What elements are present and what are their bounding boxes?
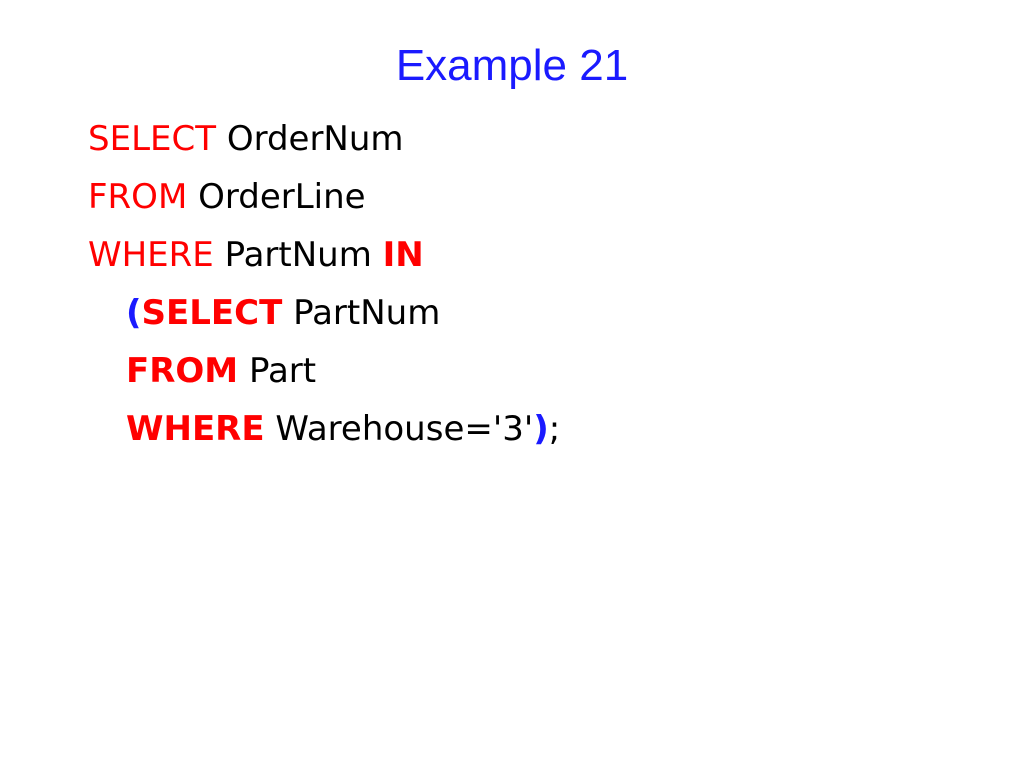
subquery-line-select: (SELECT PartNum — [88, 284, 560, 342]
select-column: OrderNum — [226, 119, 404, 159]
subquery-where-keyword: WHERE — [126, 409, 265, 449]
subquery-line-from: FROM Part — [88, 342, 560, 400]
from-table: OrderLine — [198, 177, 366, 217]
in-operator: IN — [382, 235, 424, 275]
query-line-from: FROM OrderLine — [88, 168, 560, 226]
subquery-from-keyword: FROM — [126, 351, 239, 391]
where-column: PartNum — [224, 235, 372, 275]
query-line-select: SELECT OrderNum — [88, 110, 560, 168]
where-keyword: WHERE — [88, 235, 214, 275]
subquery-line-where: WHERE Warehouse='3'); — [88, 400, 560, 458]
slide-title: Example 21 — [395, 41, 629, 90]
from-keyword: FROM — [88, 177, 188, 217]
open-paren: ( — [126, 293, 142, 333]
close-paren: ) — [533, 409, 549, 449]
sql-query: SELECT OrderNum FROM OrderLine WHERE Par… — [88, 110, 560, 458]
subquery-where-condition: Warehouse='3' — [275, 409, 534, 449]
subquery-select-column: PartNum — [293, 293, 441, 333]
subquery-from-table: Part — [248, 351, 317, 391]
query-line-where: WHERE PartNum IN — [88, 226, 560, 284]
statement-terminator: ; — [548, 409, 561, 449]
subquery-select-keyword: SELECT — [141, 293, 283, 333]
select-keyword: SELECT — [88, 119, 216, 159]
